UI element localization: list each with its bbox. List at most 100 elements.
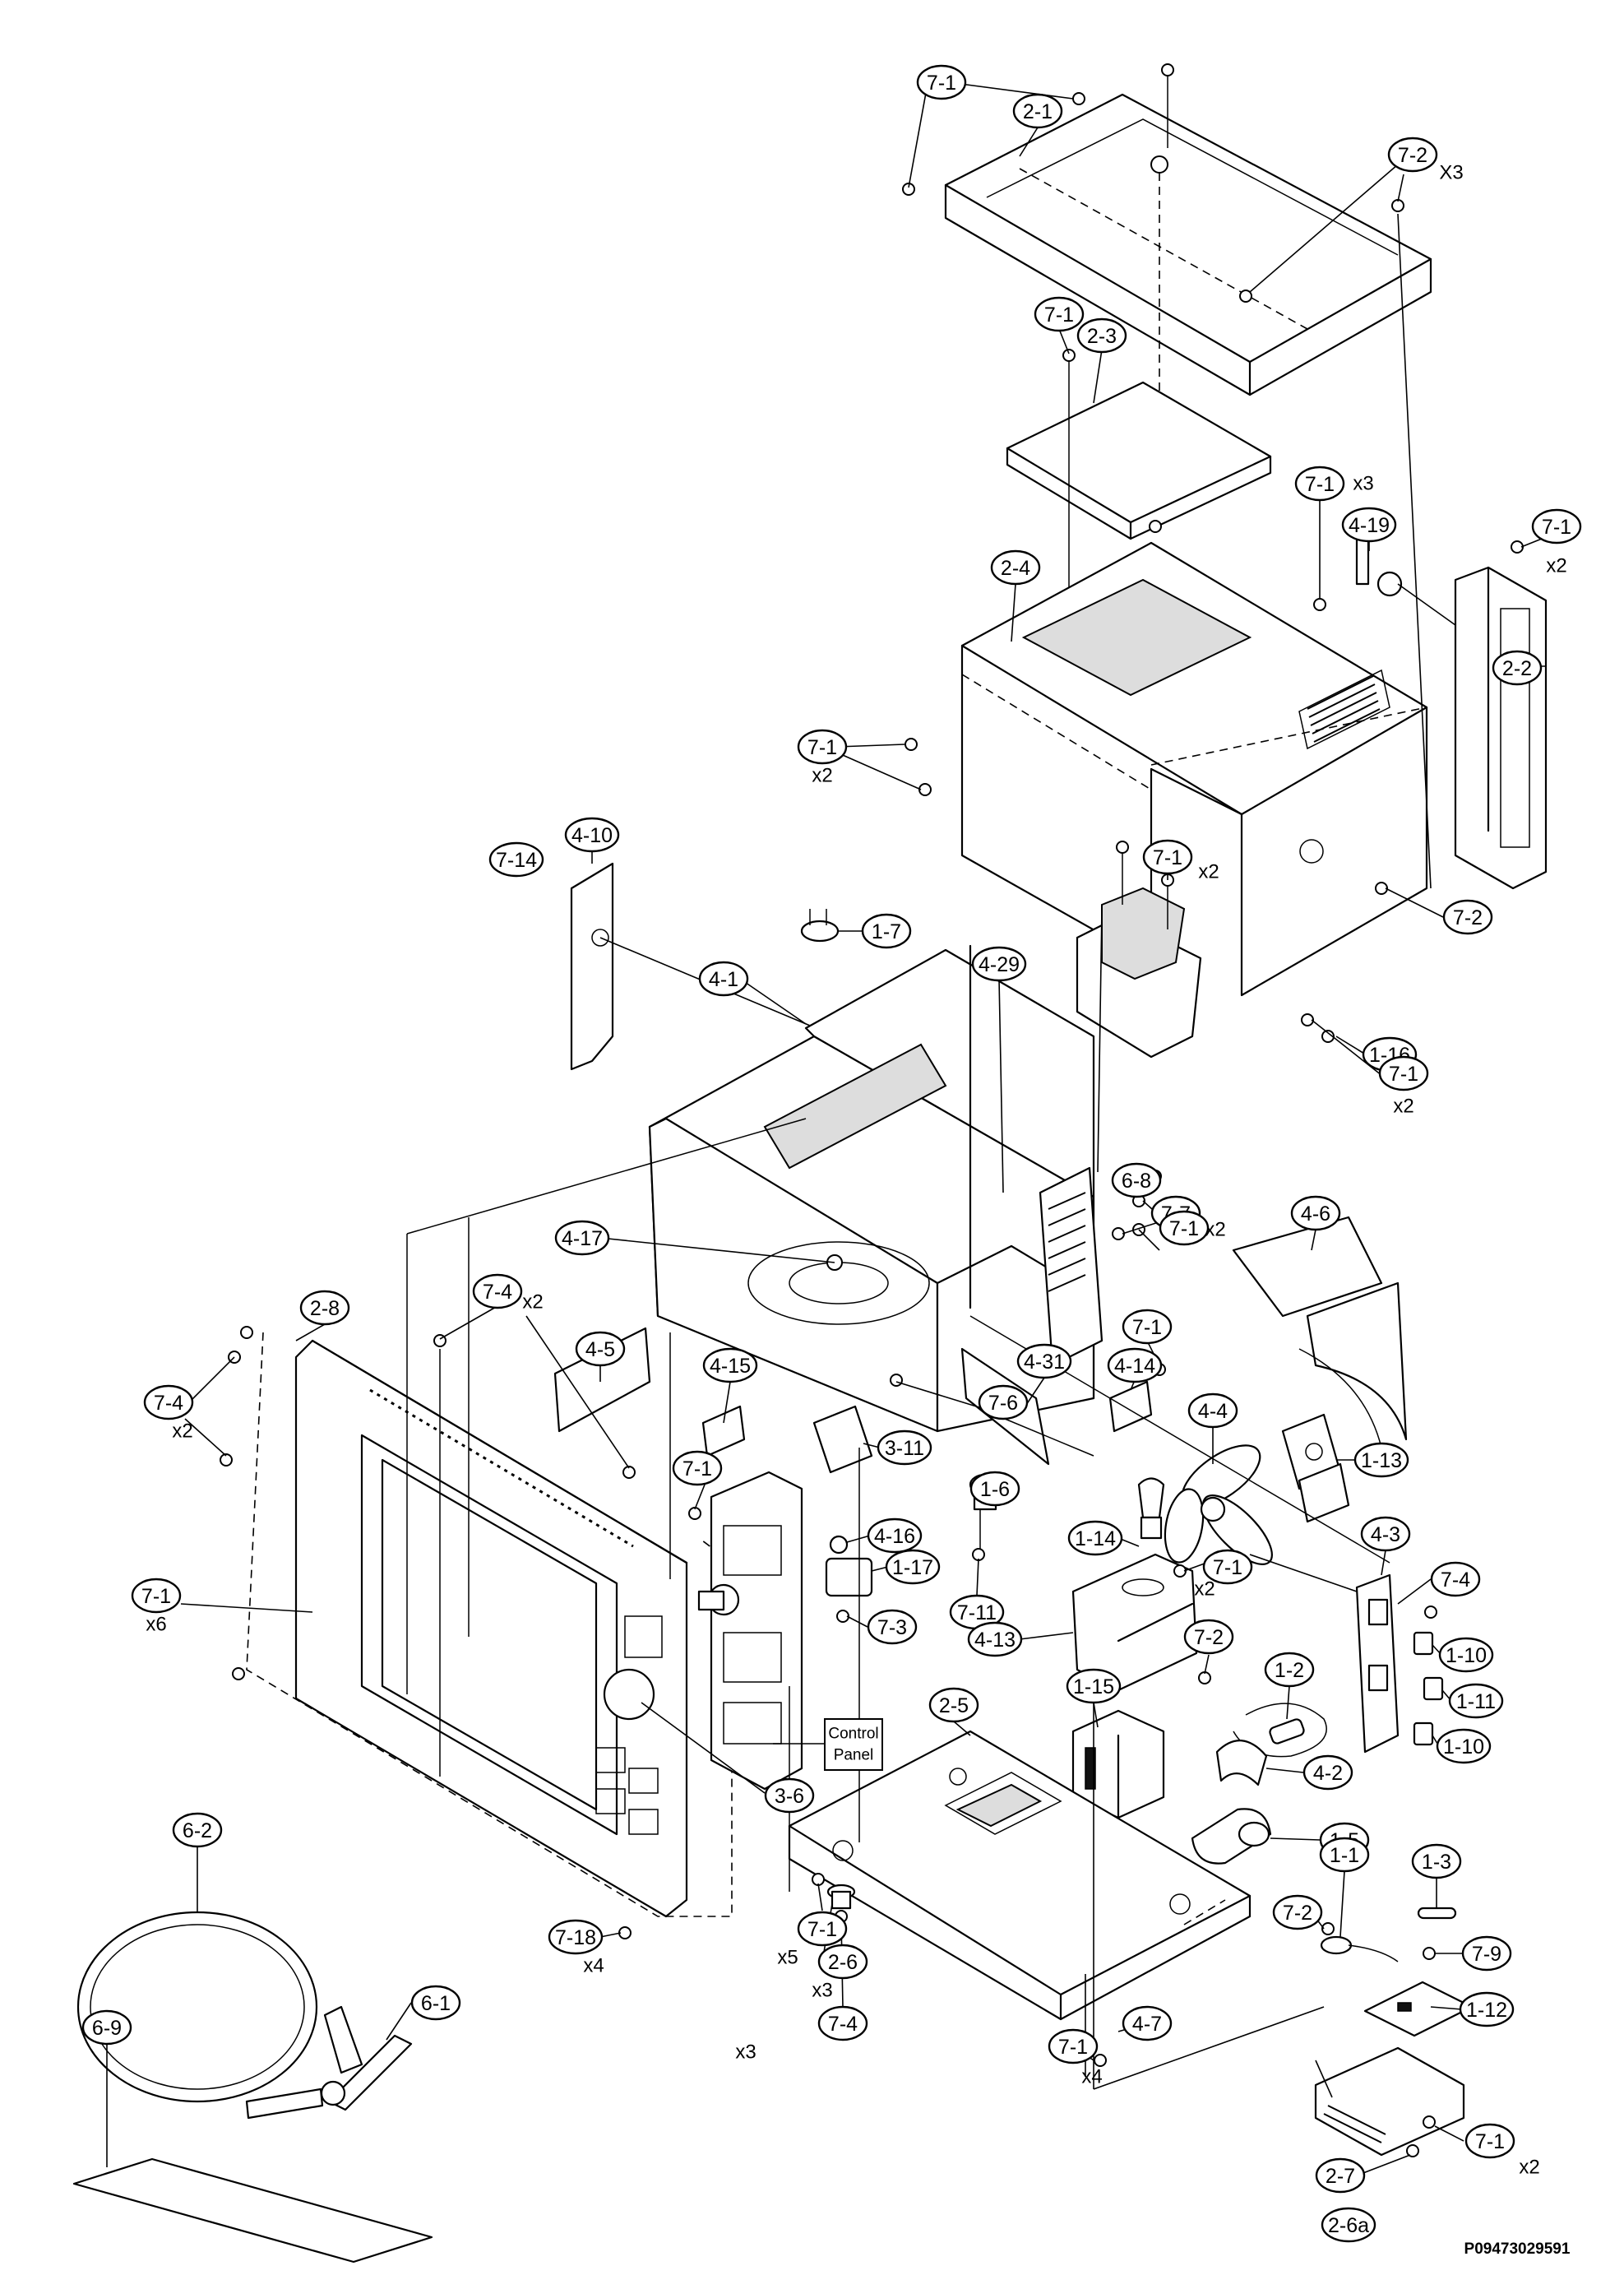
callout-bubble xyxy=(1321,2207,1376,2243)
callout-4-5: 4-5 xyxy=(575,1331,626,1367)
callout-bubble xyxy=(81,2009,132,2046)
callout-bubble xyxy=(1436,1728,1492,1764)
callout-bubble xyxy=(1111,1162,1162,1198)
callout-bubble xyxy=(1315,2157,1366,2194)
callout-label: 4-29 xyxy=(979,953,1020,976)
callout-bubble xyxy=(797,1911,848,1947)
callout-bubble xyxy=(1202,1549,1253,1585)
callout-bubble xyxy=(1459,1991,1515,2027)
callout-label: 7-1 xyxy=(927,72,956,95)
callout-bubble xyxy=(143,1384,194,1420)
callout-label: 4-10 xyxy=(571,824,613,847)
callout-7-14: 7-14 xyxy=(488,841,544,878)
callout-2-6a: 2-6a xyxy=(1321,2207,1376,2243)
callout-label: 7-2 xyxy=(1453,906,1483,929)
callout-label: 2-4 xyxy=(1001,557,1030,580)
side-panel xyxy=(1454,566,1548,890)
waveguide-cover xyxy=(1006,349,1272,658)
callout-quantity: X3 xyxy=(1439,162,1463,184)
callout-label: 1-11 xyxy=(1456,1690,1496,1713)
oven-cavity xyxy=(648,944,1103,1433)
callout-6-9: 6-9 xyxy=(81,2009,132,2046)
callout-7-2: 7-2 xyxy=(1442,899,1493,935)
callout-bubble xyxy=(299,1290,350,1326)
fan-blade xyxy=(1164,1444,1273,1565)
callout-7-1: 7-1x2 xyxy=(1531,508,1582,577)
callout-1-11: 1-11 xyxy=(1448,1683,1504,1719)
callout-label: 6-8 xyxy=(1122,1170,1151,1193)
callout-bubble xyxy=(1353,1442,1409,1478)
callout-quantity: x3 xyxy=(1353,473,1373,495)
callout-quantity: x2 xyxy=(172,1420,192,1443)
callout-bubble xyxy=(1183,1619,1234,1655)
callout-7-2: 7-2 xyxy=(1183,1619,1234,1655)
callout-7-6: 7-6 xyxy=(978,1384,1029,1420)
callout-label: 7-9 xyxy=(1472,1943,1501,1966)
callout-quantity: x5 xyxy=(777,1947,798,1969)
air-duct xyxy=(1232,1216,1408,1448)
callout-label: 2-7 xyxy=(1326,2165,1355,2188)
callout-bubble xyxy=(1442,899,1493,935)
callout-bubble xyxy=(1159,1210,1210,1246)
callout-bubble xyxy=(1048,2028,1099,2064)
callout-label: 1-10 xyxy=(1446,1644,1487,1667)
callout-label: 7-11 xyxy=(957,1601,997,1624)
callout-bubble xyxy=(472,1273,523,1309)
callout-bubble xyxy=(885,1549,941,1585)
callout-label: 2-5 xyxy=(939,1694,969,1717)
callout-label: 6-9 xyxy=(92,2017,122,2040)
callout-bubble xyxy=(554,1220,610,1256)
callout-1-13: 1-13 xyxy=(1353,1442,1409,1478)
callout-4-17: 4-17 xyxy=(554,1220,610,1256)
callout-bubble xyxy=(1302,1754,1353,1791)
capacitor xyxy=(1191,1808,1272,1865)
spacer-block xyxy=(701,1405,746,1457)
callout-7-1: 7-1x4 xyxy=(1048,2028,1103,2088)
callout-7-4: 7-4 xyxy=(1430,1561,1481,1597)
callout-7-4: 7-4x2 xyxy=(143,1384,194,1443)
callout-7-9: 7-9 xyxy=(1461,1935,1512,1972)
callout-1-17: 1-17 xyxy=(885,1549,941,1585)
callout-4-29: 4-29 xyxy=(971,946,1027,982)
callout-bubble xyxy=(1411,1843,1462,1879)
callout-6-1: 6-1 xyxy=(410,1985,461,2021)
callout-label: 1-14 xyxy=(1075,1527,1116,1550)
callout-4-6: 4-6 xyxy=(1290,1195,1341,1231)
callout-label: 6-2 xyxy=(183,1819,212,1842)
diagram-code: P09473029591 xyxy=(1464,2240,1571,2258)
callout-bubble xyxy=(564,817,620,853)
callout-label: 3-11 xyxy=(885,1437,924,1460)
callout-label: 1-17 xyxy=(892,1556,933,1579)
callout-label: 4-19 xyxy=(1349,514,1390,537)
transformer xyxy=(1071,1709,1165,1819)
callout-bubble xyxy=(1378,1055,1429,1091)
callout-7-1: 7-1 xyxy=(916,64,967,100)
callout-4-1: 4-1 xyxy=(698,961,749,997)
outer-case xyxy=(960,541,1428,997)
glass-tray xyxy=(76,1911,318,2103)
switch-bracket xyxy=(1355,1573,1400,1754)
control-panel-label: Control Panel xyxy=(773,1718,883,1771)
latch-bracket xyxy=(812,1405,873,1474)
callout-label: 1-12 xyxy=(1466,1999,1507,2022)
callout-label: 7-1 xyxy=(1044,304,1074,327)
foot xyxy=(826,1884,856,1910)
callout-7-1: 7-1 xyxy=(1122,1309,1173,1345)
callout-1-10: 1-10 xyxy=(1438,1637,1494,1673)
callout-label: 4-4 xyxy=(1198,1400,1228,1423)
callout-bubble xyxy=(1464,2123,1515,2159)
callout-bubble xyxy=(817,2005,868,2041)
callout-label: 2-8 xyxy=(310,1297,340,1320)
callout-quantity: x4 xyxy=(583,1955,604,1977)
callout-quantity: x2 xyxy=(1393,1096,1413,1118)
callout-label: 7-1 xyxy=(1389,1063,1418,1086)
callout-bubble xyxy=(1387,137,1438,173)
callout-bubble xyxy=(916,64,967,100)
callout-bubble xyxy=(978,1384,1029,1420)
callout-bubble xyxy=(1264,1652,1315,1688)
callout-7-4: 7-4x3 xyxy=(735,2005,868,2064)
callout-4-15: 4-15 xyxy=(702,1347,758,1383)
callout-label: 4-16 xyxy=(874,1525,915,1548)
